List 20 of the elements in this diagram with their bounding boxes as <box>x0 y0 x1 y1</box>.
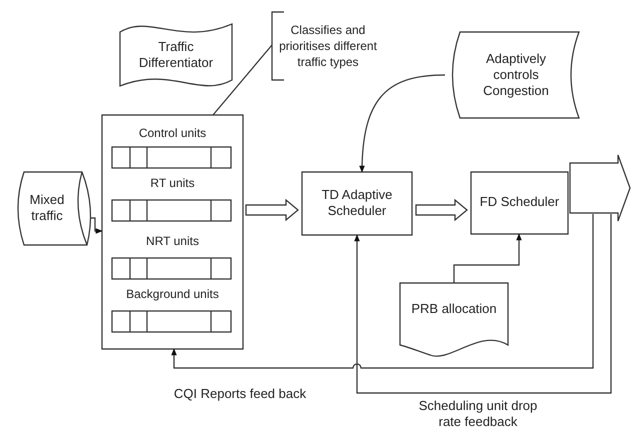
arrow <box>171 214 594 369</box>
arrow <box>354 214 612 394</box>
mixed-traffic-label: Mixed traffic <box>28 192 66 224</box>
scheduler-label: FD Scheduler <box>478 194 560 210</box>
queue-label: Background units <box>125 286 220 302</box>
arrow <box>359 74 446 173</box>
congestion-control-label: Adaptively controls Congestion <box>482 51 550 99</box>
traffic-differentiator-label: Traffic Differentiator <box>138 39 214 71</box>
block-arrow <box>415 198 468 222</box>
arrow <box>91 217 103 234</box>
queue-label: Control units <box>138 125 208 141</box>
prb-allocation-label: PRB allocation <box>410 301 498 317</box>
annotation-text: Classifies and prioritises different traffic types <box>278 22 378 70</box>
block-arrow <box>569 154 631 222</box>
leader-line <box>212 44 272 116</box>
scheduler-label: TD Adaptive Scheduler <box>320 187 394 219</box>
queue-label: NRT units <box>145 233 200 249</box>
block-arrow <box>245 198 299 222</box>
queue-label: RT units <box>149 175 196 191</box>
arrow <box>453 233 522 283</box>
